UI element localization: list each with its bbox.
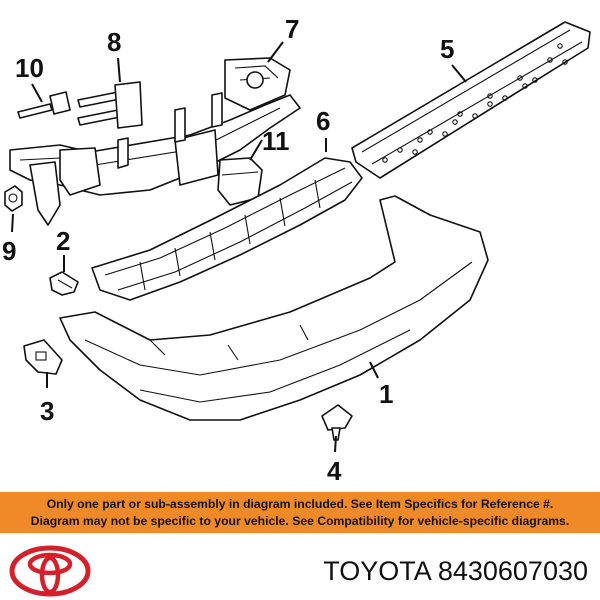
part-5-step-pad	[351, 21, 591, 179]
part-8-bolts	[77, 81, 143, 129]
part-number: 8430607030	[437, 556, 588, 586]
part-2-clip	[49, 271, 79, 296]
brand-name: TOYOTA	[323, 556, 431, 586]
callout-1: 1	[379, 379, 393, 409]
compatibility-notice: Only one part or sub-assembly in diagram…	[0, 492, 600, 533]
part-9-nut	[4, 185, 23, 212]
callout-6: 6	[316, 106, 330, 136]
part-3-retainer	[23, 339, 63, 375]
part-1-bumper-cover	[59, 195, 489, 421]
parts-diagram: 1 2 3 4 5 6 7 8 9 10 11	[2, 14, 591, 486]
part-6-energy-absorber	[91, 157, 363, 301]
part-10-bolt	[17, 91, 71, 119]
part-4-push-clip	[321, 404, 353, 441]
callout-5: 5	[440, 34, 454, 64]
notice-line-2: Diagram may not be specific to your vehi…	[30, 514, 570, 528]
toyota-logo-icon	[9, 545, 91, 597]
callout-4: 4	[327, 456, 342, 486]
callout-7: 7	[285, 14, 299, 44]
leader-lines	[11, 41, 467, 453]
callout-9: 9	[2, 236, 16, 266]
notice-line-1: Only one part or sub-assembly in diagram…	[46, 497, 554, 511]
part-label: TOYOTA 8430607030	[323, 556, 588, 587]
callout-10: 10	[15, 53, 44, 83]
callout-2: 2	[56, 226, 70, 256]
part-7-hitch-bracket	[9, 57, 301, 226]
callout-8: 8	[107, 27, 121, 57]
callout-3: 3	[40, 396, 54, 426]
callout-11: 11	[262, 126, 290, 156]
